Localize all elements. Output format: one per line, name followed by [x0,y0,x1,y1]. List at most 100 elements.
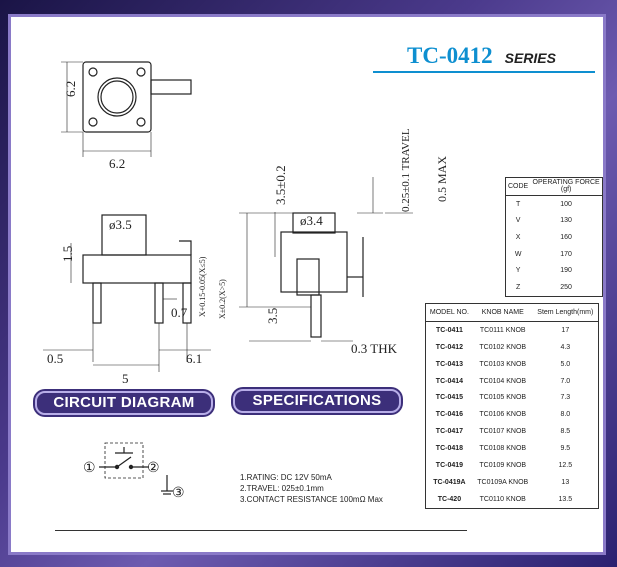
circuit-node-3: ③ [172,486,185,501]
dim-side-pin: 0.7 [171,305,188,320]
cell: TC-0418 [435,445,464,453]
cell: 5.0 [560,360,571,368]
dim-side-diameter: ø3.5 [109,217,132,232]
cell: TC0107 KNOB [479,428,527,436]
cell: 100 [560,200,572,208]
cell: 130 [560,217,572,225]
cell: 160 [560,233,572,241]
specifications-list: 1.RATING: DC 12V 50mA 2.TRAVEL: 025±0.1m… [240,472,383,505]
cell: T [515,200,521,208]
side-view-drawing [43,214,211,372]
cell: TC0106 KNOB [479,411,527,419]
cell: TC0110 KNOB [479,495,526,503]
table-row: TC-0414 TC0104 KNOB 7.0 [426,373,599,390]
cell: 8.5 [560,428,571,436]
cell: TC0109 KNOB [479,461,527,469]
cell: 7.3 [560,394,571,402]
table-row: T 100 [506,195,603,212]
cell: TC-0411 [435,326,463,334]
table-row: TC-0413 TC0103 KNOB 5.0 [426,356,599,373]
spec-rating: 1.RATING: DC 12V 50mA [240,473,332,482]
table-row: W 170 [506,246,603,263]
dim-side-right: 6.1 [186,351,202,366]
table-row: Y 190 [506,262,603,279]
spec-travel: 2.TRAVEL: 025±0.1mm [240,484,324,493]
cell: TC-0413 [435,360,464,368]
cell: 7.0 [560,377,571,385]
table-row: TC-0411 TC0111 KNOB 17 [426,321,599,338]
cell: 12.5 [558,461,573,469]
cell: TC-0416 [435,411,464,419]
cell: TC-0419A [433,478,466,486]
cell: TC0108 KNOB [479,445,527,453]
datasheet: TC-0412 SERIES [8,14,606,555]
model-header-no: MODEL NO. [425,303,473,322]
dim-x1: X+0.15-0.05(X≤5) [198,256,207,317]
dim-thk: 0.3 THK [351,341,398,356]
dim-travel: 0.25±0.1 TRAVEL [400,128,412,212]
page-title: TC-0412 SERIES [407,43,556,69]
cell: TC0111 KNOB [479,326,526,334]
table-row: V 130 [506,212,603,229]
dim-side-height: 1.5 [60,246,75,262]
cell: W [514,250,522,258]
table-row: TC-420 TC0110 KNOB 13.5 [426,491,599,508]
cell: TC-420 [437,495,462,503]
cell: TC0104 KNOB [479,377,527,385]
dim-top-width: 6.2 [109,156,125,171]
cell: 13.5 [558,495,573,503]
dim-top-height: 6.2 [63,81,78,97]
table-row: X 160 [506,229,603,246]
table-row: TC-0412 TC0102 KNOB 4.3 [426,339,599,356]
cell: TC0103 KNOB [479,360,527,368]
table-row: TC-0418 TC0108 KNOB 9.5 [426,440,599,457]
cell: TC-0415 [435,394,464,402]
model-header-stem: Stem Length(mm) [532,303,599,322]
cell: TC0105 KNOB [479,394,527,402]
front-view-drawing [239,177,413,342]
cell: 250 [560,283,572,291]
cell: 190 [560,267,572,275]
title-underline [373,71,595,73]
circuit-node-1: ① [83,461,96,476]
cell: TC-0414 [435,377,464,385]
dim-pin-len: 3.5 [265,308,280,324]
series-label: SERIES [504,50,556,66]
cell: 17 [561,326,570,334]
cell: Y [515,267,521,275]
cell: TC-0417 [435,428,464,436]
specifications-heading: SPECIFICATIONS [233,389,401,413]
cell: TC-0412 [435,343,464,351]
cell: V [515,217,521,225]
bottom-divider [55,530,467,531]
dim-front-width: 3.5±0.2 [273,165,288,205]
spec-resistance: 3.CONTACT RESISTANCE 100mΩ Max [240,495,383,504]
table-row: TC-0415 TC0105 KNOB 7.3 [426,389,599,406]
cell: TC-0419 [435,461,464,469]
circuit-node-2: ② [147,461,160,476]
table-row: Z 250 [506,279,603,296]
cell: TC0102 KNOB [479,343,527,351]
top-view-drawing [61,61,192,157]
technical-drawing: 6.2 6.2 ø3.5 1.5 0.7 0.5 5 6.1 3.5±0.2 ø… [43,61,449,501]
force-header-force: OPERATING FORCE (gf) [530,177,603,196]
cell: 8.0 [560,411,571,419]
cell: Z [515,283,521,291]
cell: 4.3 [560,343,571,351]
dim-front-diameter: ø3.4 [300,213,323,228]
cell: 170 [560,250,572,258]
cell: X [515,233,521,241]
cell: 13 [561,478,570,486]
table-row: TC-0416 TC0106 KNOB 8.0 [426,406,599,423]
model-header-knob: KNOB NAME [472,303,533,322]
dim-max: 0.5 MAX [435,156,449,202]
dim-x2: X±0.2(X>5) [218,279,227,319]
cell: 9.5 [560,445,571,453]
model-title: TC-0412 [407,43,493,68]
force-header-code: CODE [505,177,531,196]
cell: TC0109A KNOB [477,478,529,486]
dim-side-pitch: 5 [122,371,129,386]
